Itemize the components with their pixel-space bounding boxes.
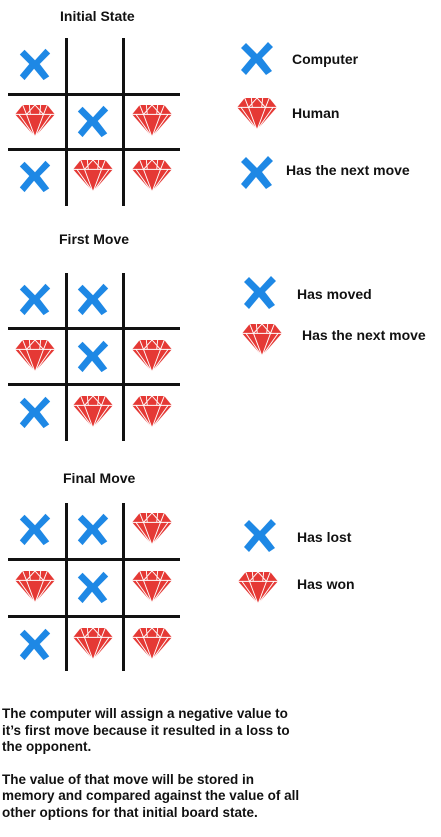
gem-icon bbox=[131, 570, 173, 604]
board-cell-gem-icon bbox=[66, 150, 120, 202]
gem-icon bbox=[131, 159, 173, 193]
board-cell-x-icon bbox=[8, 386, 62, 438]
section-title-first-move: First Move bbox=[59, 231, 130, 247]
legend-gem-icon bbox=[240, 318, 284, 362]
x-icon bbox=[74, 102, 112, 140]
board-cell-gem-icon bbox=[125, 150, 179, 202]
legend-x-icon bbox=[238, 270, 282, 314]
gem-icon bbox=[14, 104, 56, 138]
board-cell-empty bbox=[66, 38, 120, 90]
gem-icon bbox=[72, 395, 114, 429]
legend-label-computer: Computer bbox=[292, 51, 359, 67]
board-first-move bbox=[8, 273, 180, 441]
gem-icon bbox=[131, 395, 173, 429]
legend-label-next-move: Has the next move bbox=[286, 162, 410, 178]
board-cell-gem-icon bbox=[8, 561, 62, 613]
x-icon bbox=[16, 510, 54, 548]
x-icon bbox=[74, 510, 112, 548]
legend-label-next-move: Has the next move bbox=[302, 327, 426, 343]
board-cell-x-icon bbox=[8, 38, 62, 90]
gem-icon bbox=[131, 104, 173, 138]
explanation-paragraph-1: The computer will assign a negative valu… bbox=[2, 706, 290, 754]
board-cell-x-icon bbox=[66, 503, 120, 555]
board-cell-x-icon bbox=[66, 330, 120, 382]
board-cell-gem-icon bbox=[125, 386, 179, 438]
board-initial-state bbox=[8, 38, 180, 206]
x-icon bbox=[16, 157, 54, 195]
gem-icon bbox=[131, 339, 173, 373]
legend-x-icon bbox=[235, 150, 279, 194]
board-cell-gem-icon bbox=[66, 386, 120, 438]
x-icon bbox=[16, 45, 54, 83]
board-final-move bbox=[8, 503, 180, 671]
board-cell-x-icon bbox=[8, 618, 62, 670]
legend-gem-icon bbox=[235, 92, 279, 136]
gem-icon bbox=[72, 159, 114, 193]
legend-label-has-won: Has won bbox=[297, 576, 355, 592]
board-cell-x-icon bbox=[66, 273, 120, 325]
board-cell-x-icon bbox=[8, 503, 62, 555]
x-icon bbox=[74, 280, 112, 318]
board-cell-x-icon bbox=[66, 561, 120, 613]
legend-label-human: Human bbox=[292, 105, 340, 121]
legend-gem-icon bbox=[236, 566, 280, 610]
board-cell-gem-icon bbox=[125, 503, 179, 555]
explanation-paragraph-2: The value of that move will be stored in… bbox=[2, 771, 300, 820]
board-cell-gem-icon bbox=[125, 95, 179, 147]
board-cell-empty bbox=[125, 273, 179, 325]
gem-icon bbox=[131, 512, 173, 546]
board-cell-gem-icon bbox=[125, 330, 179, 382]
legend-label-has-lost: Has lost bbox=[297, 529, 352, 545]
x-icon bbox=[16, 280, 54, 318]
gem-icon bbox=[14, 570, 56, 604]
board-cell-gem-icon bbox=[66, 618, 120, 670]
legend-x-icon bbox=[235, 36, 279, 80]
gem-icon bbox=[72, 627, 114, 661]
gem-icon bbox=[14, 339, 56, 373]
gem-icon bbox=[131, 627, 173, 661]
legend-x-icon bbox=[238, 513, 282, 557]
section-title-final-move: Final Move bbox=[63, 470, 136, 486]
x-icon bbox=[16, 625, 54, 663]
x-icon bbox=[74, 337, 112, 375]
board-cell-gem-icon bbox=[125, 618, 179, 670]
board-cell-gem-icon bbox=[8, 95, 62, 147]
board-cell-x-icon bbox=[66, 95, 120, 147]
board-cell-x-icon bbox=[8, 273, 62, 325]
x-icon bbox=[74, 568, 112, 606]
section-title-initial-state: Initial State bbox=[60, 8, 135, 24]
board-cell-empty bbox=[125, 38, 179, 90]
explanation-text: The computer will assign a negative valu… bbox=[2, 706, 302, 837]
x-icon bbox=[16, 393, 54, 431]
board-cell-x-icon bbox=[8, 150, 62, 202]
legend-label-has-moved: Has moved bbox=[297, 286, 372, 302]
board-cell-gem-icon bbox=[8, 330, 62, 382]
board-cell-gem-icon bbox=[125, 561, 179, 613]
